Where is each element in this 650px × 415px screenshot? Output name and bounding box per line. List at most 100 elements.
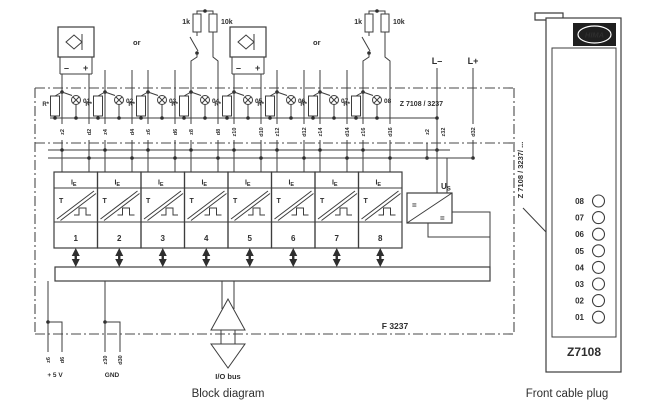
r-star-label: R*	[42, 102, 49, 108]
ie-label: IE	[288, 180, 294, 189]
hima-badge	[573, 23, 616, 46]
bus-arrow-icon	[71, 248, 80, 267]
switch-icon	[361, 36, 371, 52]
t-label: T	[146, 198, 151, 205]
l-minus-label: L–	[432, 56, 443, 66]
plug-model-label: Z7108	[567, 345, 601, 359]
lamp-number: 02	[126, 98, 134, 105]
sensor1-plus: +	[83, 63, 88, 73]
isolation-barrier-icon	[143, 190, 184, 221]
isolation-barrier-icon	[274, 190, 314, 221]
terminal-tag: z2	[425, 129, 431, 135]
ie-label: IE	[375, 180, 381, 189]
terminal-tag: d2	[87, 129, 93, 135]
isolation-barrier-icon	[56, 190, 97, 221]
led-indicator	[591, 277, 606, 291]
proximity-sensor-2: – +	[229, 26, 267, 92]
bus-arrow-icon	[115, 248, 124, 267]
channel-number: 4	[204, 234, 209, 243]
internal-bus-bar	[54, 266, 491, 282]
led-label: 04	[575, 263, 584, 272]
sensor2-plus: +	[255, 63, 260, 73]
r-star-label: R*	[214, 102, 221, 108]
r-star-label: R*	[128, 102, 135, 108]
led-indicator	[591, 260, 606, 274]
threshold-icon	[335, 207, 352, 216]
leader-line	[522, 207, 547, 233]
channel-number: 8	[378, 234, 383, 243]
led-label: 01	[575, 313, 584, 322]
channel-number: 2	[117, 234, 122, 243]
threshold-icon	[204, 207, 222, 216]
ie-label: IE	[158, 180, 164, 189]
terminal-tag: z2	[60, 129, 66, 135]
lamp-number: 08	[384, 98, 392, 105]
eq-right: =	[440, 214, 445, 223]
threshold-icon	[291, 207, 309, 216]
plug-side-label: Z 7108 / 3237/ ...	[516, 142, 525, 199]
led-indicator	[591, 294, 606, 308]
terminal-tag: d6	[60, 357, 66, 363]
t-label: T	[190, 198, 195, 205]
terminal-tag: z32	[441, 128, 447, 137]
resistor-network-1: 1k 10k	[182, 9, 233, 92]
bus-arrow-icon	[376, 248, 385, 267]
input-resistor	[351, 95, 361, 117]
lamp-icon	[372, 95, 382, 105]
res10k-label: 10k	[221, 19, 233, 26]
threshold-icon	[74, 207, 91, 216]
terminal-tag: d16	[388, 127, 394, 136]
channel-number: 7	[335, 234, 340, 243]
input-resistor	[50, 95, 60, 117]
namur-sensor-icon	[237, 34, 255, 50]
led-indicator	[591, 310, 606, 324]
isolation-barrier-icon	[100, 190, 140, 221]
sensor2-minus: –	[236, 63, 241, 73]
proximity-sensor-1: – +	[57, 26, 95, 92]
res1k-label: 1k	[354, 19, 362, 26]
gnd-label: GND	[105, 372, 120, 379]
terminal-tag: z16	[361, 128, 367, 137]
t-label: T	[320, 198, 325, 205]
ie-label: IE	[201, 180, 207, 189]
t-label: T	[59, 198, 64, 205]
lamp-icon	[243, 95, 253, 105]
bus-arrow-icon	[245, 248, 254, 267]
terminal-tag: z12	[275, 128, 281, 137]
threshold-icon	[117, 207, 135, 216]
led-label: 05	[575, 247, 584, 256]
t-label: T	[233, 198, 238, 205]
terminal-tag: d32	[471, 127, 477, 136]
terminal-tag: z10	[232, 128, 238, 137]
r-star-label: R*	[300, 102, 307, 108]
input-resistor	[308, 95, 318, 117]
terminal-tag: d6	[173, 129, 179, 135]
lamp-icon	[200, 95, 210, 105]
terminal-tag: z8	[189, 129, 195, 135]
input-resistor	[265, 95, 275, 117]
t-label: T	[103, 198, 108, 205]
channel-number: 6	[291, 234, 296, 243]
caption-front-cable-plug: Front cable plug	[526, 388, 608, 400]
lamp-icon	[329, 95, 339, 105]
hima-logo: HIMA	[585, 31, 604, 40]
isolation-barrier-icon	[361, 190, 401, 221]
threshold-icon	[378, 207, 396, 216]
led-indicator	[591, 227, 606, 241]
res10k-label: 10k	[393, 19, 405, 26]
threshold-icon	[161, 207, 178, 216]
bus-arrow-icon	[289, 248, 298, 267]
isolation-barrier-icon	[187, 190, 227, 221]
terminal-tag: z30	[103, 356, 109, 365]
us-label: US	[441, 182, 451, 193]
r-star-label: R*	[85, 102, 92, 108]
res1k-label: 1k	[182, 19, 190, 26]
input-resistor	[93, 95, 103, 117]
